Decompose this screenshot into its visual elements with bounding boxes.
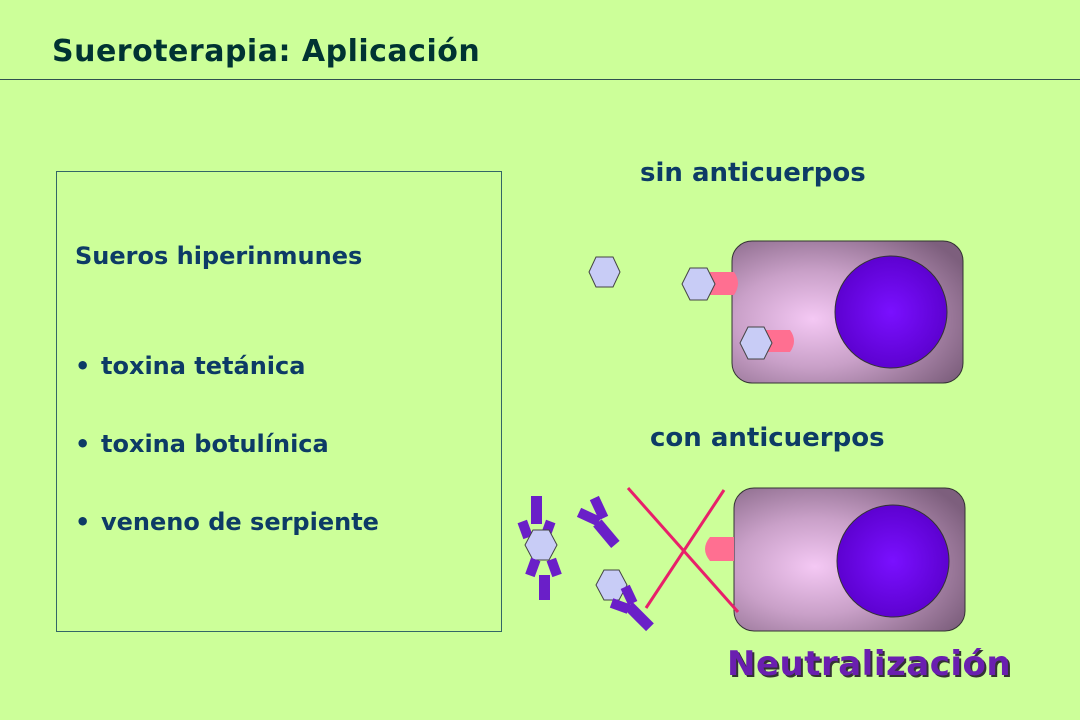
receptor-shape	[710, 272, 738, 295]
antibody-shape	[531, 496, 542, 524]
neutralizacion-label: Neutralización	[727, 644, 1012, 684]
antibody-shape	[620, 584, 638, 606]
title-divider	[0, 79, 1080, 80]
antibody-shape	[593, 519, 620, 548]
cell-nucleus	[836, 504, 950, 618]
antibody-shape	[546, 557, 562, 578]
toxin-neutralized-icon	[595, 569, 628, 601]
antibody-shape	[517, 519, 533, 540]
cell-nucleus	[834, 255, 948, 369]
info-box: Sueros hiperinmunes •toxina tetánica •to…	[56, 171, 502, 632]
antibody-free	[576, 495, 620, 548]
antibody-toxin-complex-1	[517, 496, 562, 600]
label-con-anticuerpos: con anticuerpos	[650, 423, 885, 453]
bullet-list: •toxina tetánica •toxina botulínica •ven…	[75, 352, 379, 586]
bullet-dot-icon: •	[75, 508, 91, 536]
info-box-heading: Sueros hiperinmunes	[75, 242, 363, 270]
cross-line	[644, 489, 726, 609]
bullet-dot-icon: •	[75, 352, 91, 380]
receptor-blocked-shape	[705, 537, 734, 561]
toxin-free-icon	[588, 256, 621, 288]
antibody-shape	[589, 495, 609, 521]
bullet-item: •veneno de serpiente	[75, 508, 379, 536]
toxin-bound-icon	[739, 326, 773, 360]
receptor-top-2	[766, 330, 794, 352]
label-sin-anticuerpos: sin anticuerpos	[640, 158, 866, 188]
bullet-item: •toxina botulínica	[75, 430, 329, 458]
antibody-shape	[525, 557, 541, 578]
antibody-shape	[624, 602, 654, 632]
cell-top	[731, 240, 964, 384]
receptor-top-1	[710, 272, 738, 295]
cell-bottom	[733, 487, 966, 632]
slide-title: Sueroterapia: Aplicación	[52, 34, 481, 69]
toxin-bound-icon	[681, 267, 716, 301]
antibody-shape	[576, 507, 602, 527]
bullet-item: •toxina tetánica	[75, 352, 306, 380]
bullet-dot-icon: •	[75, 430, 91, 458]
receptor-shape	[766, 330, 794, 352]
toxin-neutralized-icon	[524, 529, 558, 561]
antibody-toxin-complex-2	[595, 569, 654, 632]
antibody-shape	[539, 575, 550, 600]
